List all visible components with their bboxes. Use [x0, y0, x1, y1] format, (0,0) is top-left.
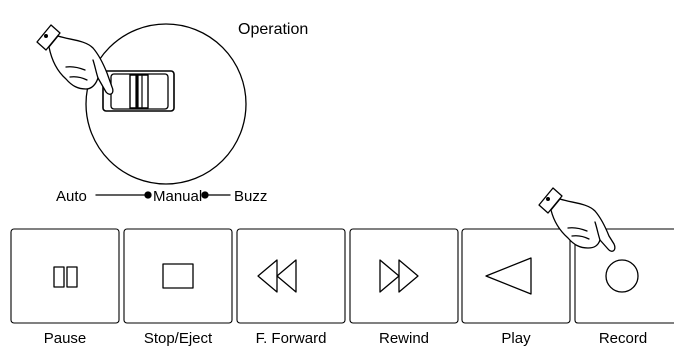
stop-eject-label: Stop/Eject: [143, 330, 213, 347]
rewind-arrows-icon: [257, 259, 297, 293]
fforward-button-frame[interactable]: [236, 228, 346, 324]
pointing-hand-icon: [36, 24, 114, 95]
stop-button-frame[interactable]: [123, 228, 233, 324]
mode-auto-label: Auto: [56, 188, 87, 205]
play-left-triangle-icon: [485, 257, 532, 295]
forward-arrows-icon: [379, 259, 419, 293]
play-button-frame[interactable]: [461, 228, 571, 324]
pause-label: Pause: [43, 330, 87, 347]
mode-slide-switch[interactable]: [102, 70, 175, 112]
mode-manual-label: Manual: [153, 188, 203, 205]
operation-title: Operation: [238, 21, 309, 38]
mode-buzz-label: Buzz: [234, 188, 268, 205]
rewind-button-frame[interactable]: [349, 228, 459, 324]
rewind-label: Rewind: [378, 330, 430, 347]
operation-zoom-circle: [85, 23, 247, 185]
record-label: Record: [598, 330, 648, 347]
pointing-hand-icon: [538, 187, 616, 252]
record-circle-icon: [605, 259, 639, 293]
play-label: Play: [501, 330, 531, 347]
pause-icon: [53, 266, 78, 288]
stop-icon: [162, 263, 194, 289]
fforward-label: F. Forward: [255, 330, 327, 347]
pause-button-frame[interactable]: [10, 228, 120, 324]
mode-selector-line: [95, 191, 231, 199]
